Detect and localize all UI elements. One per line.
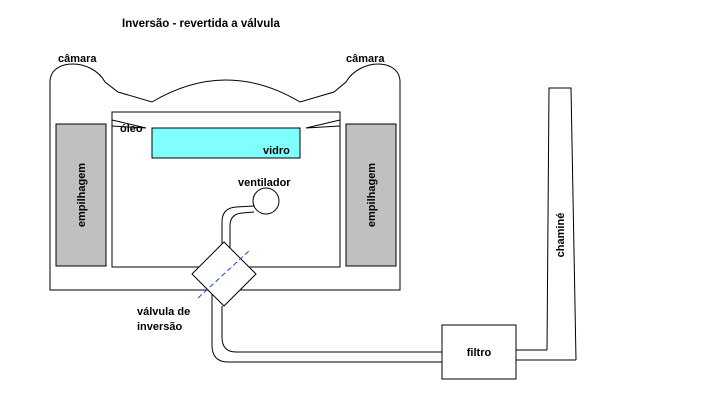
furnace-shell: [49, 63, 401, 291]
label-valvula-line1: válvula de: [137, 306, 190, 318]
label-camara-left: câmara: [58, 53, 97, 65]
label-empilhagem-right: empilhagem: [366, 163, 378, 227]
label-valvula-line2: inversão: [137, 321, 183, 333]
fan-icon: [252, 187, 280, 215]
label-vidro: vidro: [263, 145, 290, 157]
label-filtro: filtro: [467, 347, 492, 359]
flue-duct: [211, 294, 442, 363]
label-chamine: chaminé: [555, 213, 567, 258]
fan-duct-inner: [229, 211, 255, 262]
fan-duct: [221, 205, 255, 262]
checker-right: [345, 123, 397, 267]
diagram-title: Inversão - revertida a válvula: [122, 18, 280, 30]
chimney: [546, 87, 577, 361]
glass-bath: [151, 127, 301, 159]
chimney-duct: [516, 349, 576, 361]
label-oleo: óleo: [120, 123, 143, 135]
burner-left: [111, 119, 147, 129]
checker-left: [55, 123, 107, 267]
burner-right: [305, 119, 341, 129]
filter-box: [441, 324, 517, 380]
reversing-valve: [191, 241, 257, 307]
label-ventilador: ventilador: [238, 177, 291, 189]
label-camara-right: câmara: [346, 53, 385, 65]
label-empilhagem-left: empilhagem: [76, 163, 88, 227]
